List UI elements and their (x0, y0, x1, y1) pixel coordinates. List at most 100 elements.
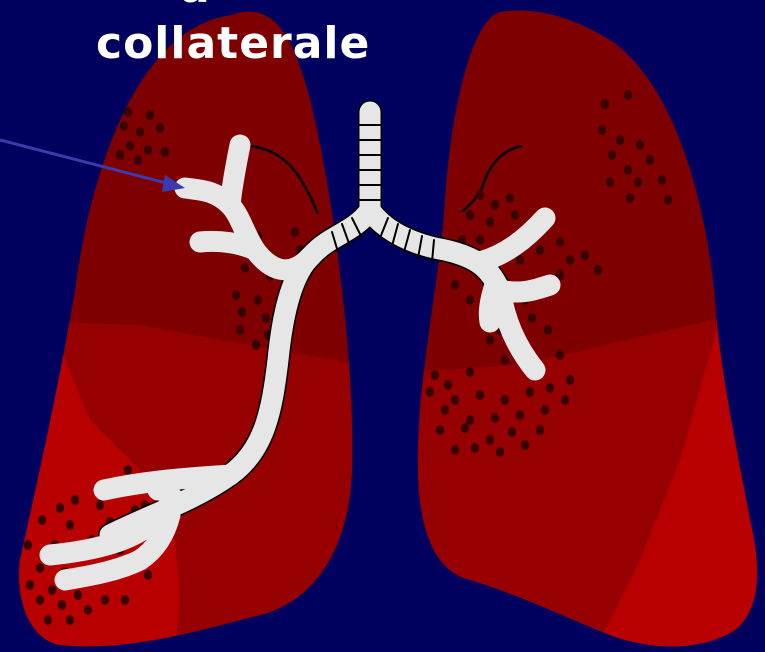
lesion-dot (566, 255, 574, 265)
lesion-dot (501, 395, 509, 405)
lesion-dot (241, 263, 249, 273)
lesion-dot (536, 245, 544, 255)
lesion-dot (491, 200, 499, 210)
lesion-dot (624, 165, 632, 175)
caption-partial-line: a (180, 0, 210, 16)
lesion-dot (476, 390, 484, 400)
lesion-dot (451, 445, 459, 455)
lesion-dot (476, 190, 484, 200)
lesion-dot (36, 563, 44, 573)
lesion-dot (501, 355, 509, 365)
lesion-dot (594, 265, 602, 275)
lesion-dot (71, 495, 79, 505)
lesion-dot (232, 290, 240, 300)
lesion-dot (526, 387, 534, 397)
lesion-dot (444, 380, 452, 390)
lesion-dot (664, 195, 672, 205)
lesion-dot (496, 447, 504, 457)
lesion-dot (506, 193, 514, 203)
lesion-dot (146, 110, 154, 120)
lesion-dot (624, 90, 632, 100)
right-lung (400, 0, 765, 652)
lesion-dot (56, 503, 64, 513)
lesion-dot (441, 405, 449, 415)
lesion-dot (528, 313, 536, 323)
lesion-dot (66, 520, 74, 530)
lesion-dot (426, 387, 434, 397)
lesion-dot (556, 237, 564, 247)
lesion-dot (546, 383, 554, 393)
lesion-dot (451, 280, 459, 290)
lesion-dot (466, 415, 474, 425)
lesion-dot (291, 227, 299, 237)
lesion-dot (566, 375, 574, 385)
lesion-dot (451, 395, 459, 405)
lesion-dot (144, 570, 152, 580)
lesion-dot (58, 600, 66, 610)
lesion-dot (636, 140, 644, 150)
lesion-dot (521, 440, 529, 450)
lesion-dot (101, 595, 109, 605)
lesion-dot (136, 127, 144, 137)
lesion-dot (536, 425, 544, 435)
lesion-dot (124, 465, 132, 475)
right-lower-branch-2 (489, 285, 495, 322)
lesion-dot (466, 210, 474, 220)
lesion-dot (96, 500, 104, 510)
lesion-dot (38, 515, 46, 525)
lesion-dot (144, 145, 152, 155)
lesion-dot (608, 150, 616, 160)
lesion-dot (598, 125, 606, 135)
lesion-dot (616, 135, 624, 145)
lesion-dot (262, 313, 270, 323)
lesion-dot (126, 141, 134, 151)
lesion-dot (84, 605, 92, 615)
lesion-dot (66, 615, 74, 625)
lesion-dot (24, 540, 32, 550)
lesion-dot (486, 217, 494, 227)
lesion-dot (134, 155, 142, 165)
lesion-dot (491, 413, 499, 423)
lesion-dot (471, 443, 479, 453)
lesion-dot (466, 367, 474, 377)
left-lower-branch-4 (158, 490, 175, 500)
lesion-dot (541, 405, 549, 415)
lesion-dot (44, 615, 52, 625)
lesion-dot (556, 350, 564, 360)
lesion-dot (121, 595, 129, 605)
lesion-dot (601, 99, 609, 109)
lesion-dot (606, 177, 614, 187)
lesion-dot (431, 370, 439, 380)
lesion-dot (252, 340, 260, 350)
lesion-dot (658, 175, 666, 185)
lesion-dot (516, 410, 524, 420)
lesion-dot (466, 295, 474, 305)
left-apical-bronchus (230, 145, 240, 205)
left-anterior-branch (200, 241, 255, 250)
lesion-dot (48, 585, 56, 595)
lesion-dot (544, 325, 552, 335)
lesion-dot (461, 423, 469, 433)
lesion-dot (626, 193, 634, 203)
lesion-dot (120, 121, 128, 131)
lesion-dot (646, 155, 654, 165)
lesion-dot (236, 325, 244, 335)
lesion-dot (581, 250, 589, 260)
lesion-dot (36, 595, 44, 605)
lesion-dot (254, 295, 262, 305)
lesion-dot (516, 255, 524, 265)
lesion-dot (486, 335, 494, 345)
lesion-dot (511, 210, 519, 220)
lesion-dot (124, 107, 132, 117)
lesion-dot (116, 150, 124, 160)
lesion-dot (561, 395, 569, 405)
lesion-dot (634, 177, 642, 187)
lesion-dot (161, 147, 169, 157)
lesion-dot (436, 425, 444, 435)
lesion-dot (156, 123, 164, 133)
lesion-dot (508, 427, 516, 437)
caption-title: collaterale (96, 16, 370, 72)
lesion-dot (476, 235, 484, 245)
